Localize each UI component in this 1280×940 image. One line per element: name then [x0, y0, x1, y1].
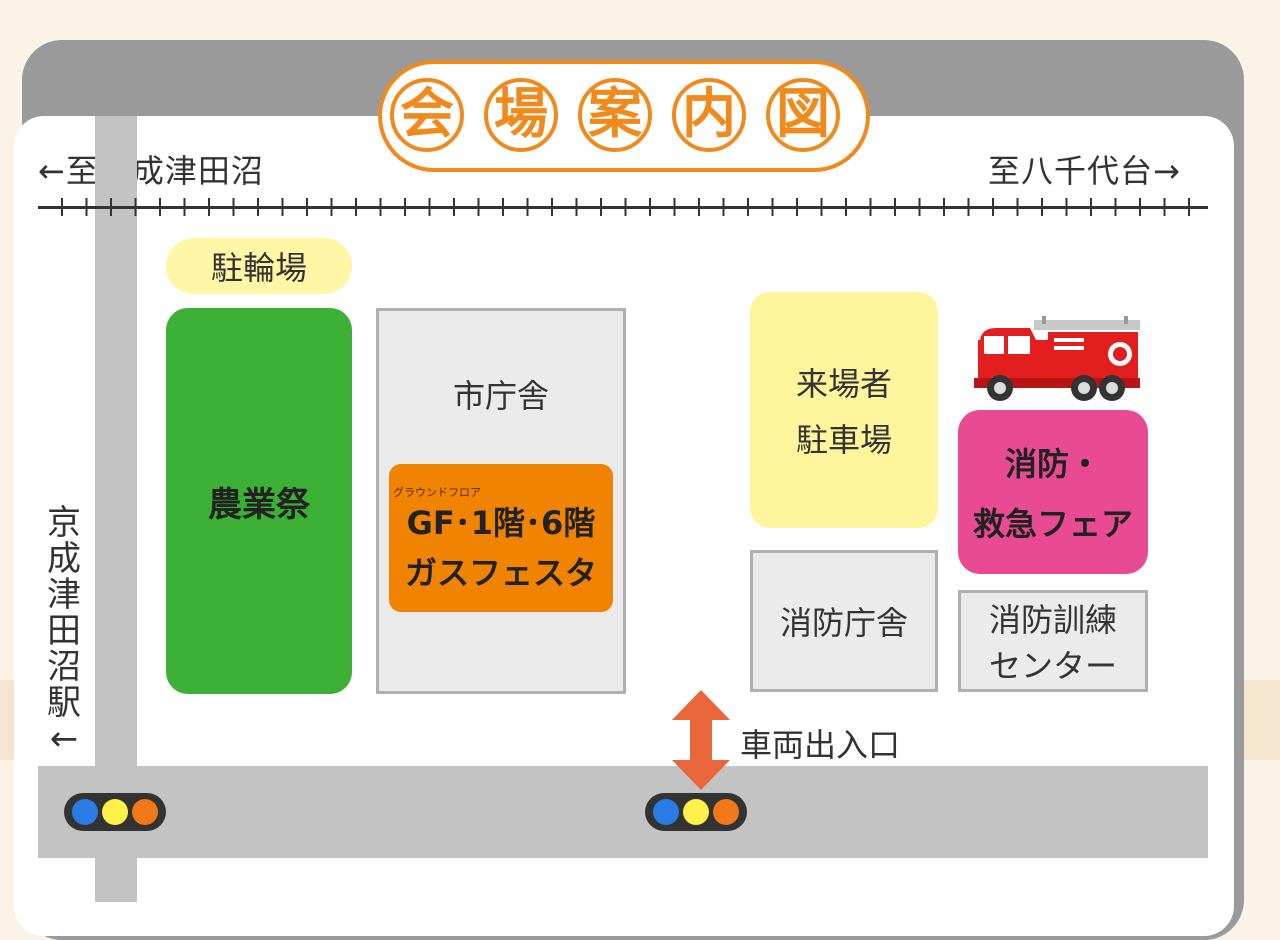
- gas-festa-label: ガスフェスタ: [404, 554, 597, 592]
- training-center-label-2: センター: [988, 647, 1117, 685]
- direction-right-label: 至八千代台→: [988, 152, 1181, 190]
- station-label: 京成津田沼駅←: [47, 503, 81, 759]
- fire-hq: 消防庁舎: [750, 550, 938, 692]
- direction-left-label: ←至京成津田沼: [38, 152, 264, 190]
- title-char: 場: [484, 78, 558, 152]
- fire-fair-area: 消防・ 救急フェア: [958, 410, 1148, 574]
- gas-festa-floors: GF･1階･6階: [406, 504, 596, 542]
- fire-hq-label: 消防庁舎: [779, 604, 908, 642]
- bicycle-parking-label: 駐輪場: [210, 249, 307, 287]
- agri-festival-area: 農業祭: [166, 308, 352, 694]
- railway-ties: [61, 198, 1190, 216]
- fire-truck-icon: [974, 316, 1140, 401]
- training-center: 消防訓練 センター: [958, 590, 1148, 692]
- road-horizontal: [38, 766, 1208, 858]
- agri-festival-label: 農業祭: [208, 484, 310, 525]
- vehicle-entrance-label: 車両出入口: [740, 726, 901, 764]
- fire-fair-label-2: 救急フェア: [972, 505, 1133, 543]
- traffic-light-icon: [64, 793, 166, 831]
- traffic-light-icon: [645, 793, 747, 831]
- traffic-lamp-yellow: [102, 799, 128, 825]
- double-arrow-icon: [672, 690, 730, 790]
- title-char: 案: [578, 78, 652, 152]
- traffic-lamp-red: [713, 799, 739, 825]
- traffic-lamp-blue: [72, 799, 98, 825]
- city-hall-label: 市庁舎: [452, 377, 549, 415]
- title-char: 図: [766, 78, 840, 152]
- title-char: 内: [672, 78, 746, 152]
- training-center-label-1: 消防訓練: [988, 601, 1117, 639]
- ground-floor-ruby: グラウンドフロア: [393, 486, 481, 499]
- fire-fair-label-1: 消防・: [1004, 445, 1101, 483]
- traffic-lamp-red: [132, 799, 158, 825]
- visitor-parking-label-2: 駐車場: [795, 421, 892, 459]
- visitor-parking-label-1: 来場者: [795, 365, 892, 403]
- traffic-lamp-blue: [653, 799, 679, 825]
- traffic-lamp-yellow: [683, 799, 709, 825]
- gas-festa-area: グラウンドフロア GF･1階･6階 ガスフェスタ: [389, 464, 613, 612]
- title-char: 会: [390, 78, 464, 152]
- bicycle-parking: 駐輪場: [166, 238, 352, 294]
- railway-line: [38, 206, 1208, 209]
- visitor-parking: 来場者 駐車場: [750, 292, 938, 528]
